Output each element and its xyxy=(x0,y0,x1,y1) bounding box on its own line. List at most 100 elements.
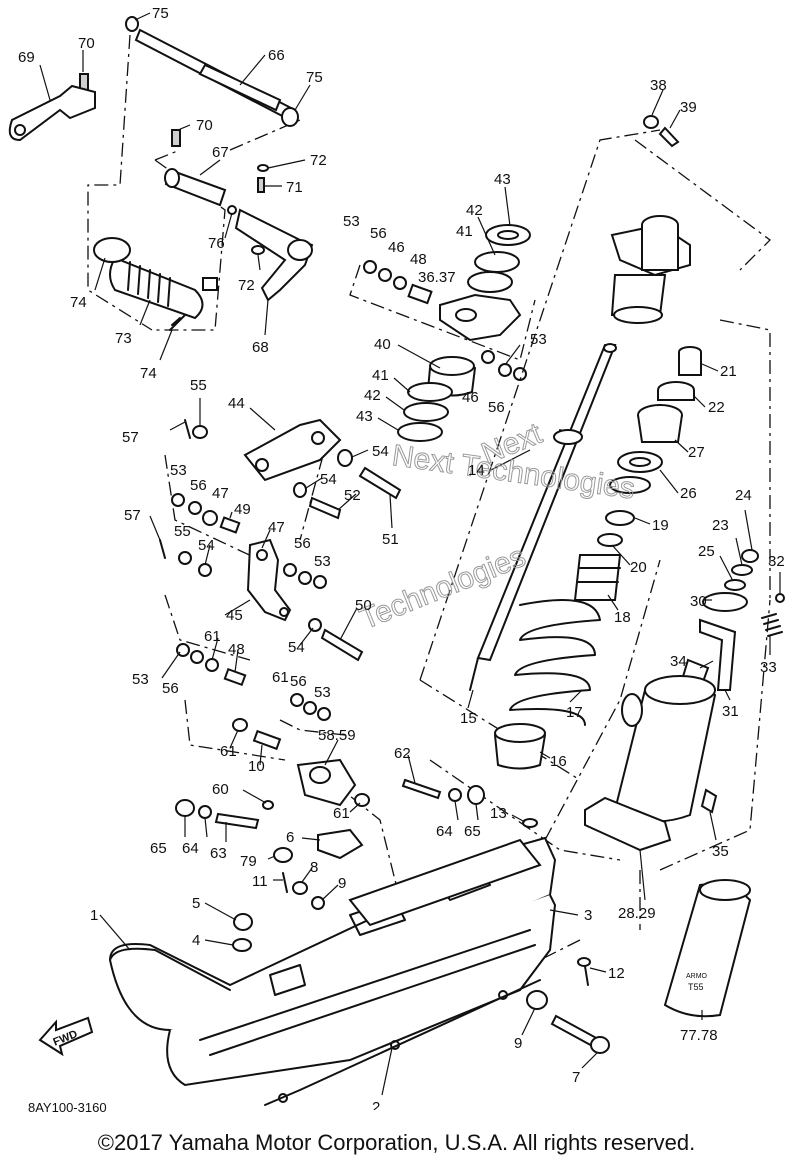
callout-label: 63 xyxy=(210,845,227,862)
callout-label: 23 xyxy=(712,517,729,534)
callout-label: 58.59 xyxy=(318,727,356,744)
callout-label: 24 xyxy=(735,487,752,504)
callout-label: 19 xyxy=(652,517,669,534)
callout-label: 43 xyxy=(356,408,373,425)
callout-label: 54 xyxy=(320,471,337,488)
callout-label: 15 xyxy=(460,710,477,727)
callout-label: 47 xyxy=(268,519,285,536)
callout-label: 54 xyxy=(372,443,389,460)
callout-label: 64 xyxy=(436,823,453,840)
callout-label: 56 xyxy=(370,225,387,242)
callout-label: 16 xyxy=(550,753,567,770)
callout-label: 18 xyxy=(614,609,631,626)
callout-label: 57 xyxy=(124,507,141,524)
callout-label: 73 xyxy=(115,330,132,347)
callout-label: 27 xyxy=(688,444,705,461)
callout-label: 53 xyxy=(170,462,187,479)
callout-label: 70 xyxy=(78,35,95,52)
callout-label: 57 xyxy=(122,429,139,446)
part-callouts: 75 70 69 66 75 70 67 72 71 76 72 74 73 7… xyxy=(18,5,785,1110)
callout-label: 4 xyxy=(192,932,200,949)
callout-label: 44 xyxy=(228,395,245,412)
callout-label: 25 xyxy=(698,543,715,560)
callout-label: 35 xyxy=(712,843,729,860)
callout-label: 47 xyxy=(212,485,229,502)
callout-label: 65 xyxy=(464,823,481,840)
callout-label: 1 xyxy=(90,907,98,924)
callout-label: 56 xyxy=(162,680,179,697)
callout-label: 43 xyxy=(494,171,511,188)
callout-label: 9 xyxy=(338,875,346,892)
callout-label: 53 xyxy=(343,213,360,230)
callout-label: 48 xyxy=(410,251,427,268)
callout-label: 54 xyxy=(288,639,305,656)
copyright-notice: ©2017 Yamaha Motor Corporation, U.S.A. A… xyxy=(97,1130,696,1155)
callout-label: 51 xyxy=(382,531,399,548)
can-label-2: T55 xyxy=(688,982,704,992)
callout-label: 74 xyxy=(140,365,157,382)
callout-label: 17 xyxy=(566,704,583,721)
callout-label: 33 xyxy=(760,659,777,676)
callout-label: 41 xyxy=(372,367,389,384)
callout-label: 66 xyxy=(268,47,285,64)
callout-label: 62 xyxy=(394,745,411,762)
callout-label: 8 xyxy=(310,859,318,876)
callout-label: 61 xyxy=(204,628,221,645)
callout-label: 38 xyxy=(650,77,667,94)
spindle-parts xyxy=(159,418,538,952)
callout-label: 60 xyxy=(212,781,229,798)
callout-label: 36.37 xyxy=(418,269,456,286)
callout-label: 26 xyxy=(680,485,697,502)
callout-label: 50 xyxy=(355,597,372,614)
callout-label: 65 xyxy=(150,840,167,857)
steering-post xyxy=(363,224,617,691)
callout-label: 55 xyxy=(174,523,191,540)
callout-label: 76 xyxy=(208,235,225,252)
callout-label: 31 xyxy=(722,703,739,720)
callout-label: 72 xyxy=(310,152,327,169)
callout-label: 12 xyxy=(608,965,625,982)
callout-label: 52 xyxy=(344,487,361,504)
callout-label: 46 xyxy=(388,239,405,256)
callout-label: 9 xyxy=(514,1035,522,1052)
diagram-code: 8AY100-3160 xyxy=(28,1100,107,1115)
callout-label: 56 xyxy=(294,535,311,552)
callout-label: 45 xyxy=(226,607,243,624)
ski xyxy=(38,836,610,1106)
callout-label: 41 xyxy=(456,223,473,240)
callout-label: 61 xyxy=(272,669,289,686)
callout-label: 53 xyxy=(314,684,331,701)
callout-label: 48 xyxy=(228,641,245,658)
can-label-1: ARMO xyxy=(686,973,708,980)
callout-label: 53 xyxy=(530,331,547,348)
callout-label: 20 xyxy=(630,559,647,576)
group-outlines xyxy=(87,34,771,961)
callout-label: 5 xyxy=(192,895,200,912)
callout-label: 56 xyxy=(488,399,505,416)
callout-label: 42 xyxy=(466,202,483,219)
callout-label: 74 xyxy=(70,294,87,311)
callout-label: 11 xyxy=(252,873,268,890)
shock-absorber: ARMO T55 xyxy=(493,115,785,1018)
exploded-parts-diagram: ARMO T55 xyxy=(8,5,785,1110)
callout-label: 49 xyxy=(234,501,251,518)
callout-label: 56 xyxy=(290,673,307,690)
callout-label: 13 xyxy=(490,805,507,822)
callout-label: 2 xyxy=(372,1099,380,1110)
callout-label: 7 xyxy=(572,1069,580,1086)
callout-label: 22 xyxy=(708,399,725,416)
callout-label: 64 xyxy=(182,840,199,857)
callout-label: 70 xyxy=(196,117,213,134)
callout-label: 61 xyxy=(220,743,237,760)
callout-label: 6 xyxy=(286,829,294,846)
leader-lines xyxy=(39,12,781,1096)
callout-label: 67 xyxy=(212,144,229,161)
callout-label: 54 xyxy=(198,537,215,554)
callout-label: 56 xyxy=(190,477,207,494)
callout-label: 3 xyxy=(584,907,592,924)
callout-label: 72 xyxy=(238,277,255,294)
callout-label: 30 xyxy=(690,593,707,610)
callout-label: 75 xyxy=(306,69,323,86)
callout-label: 21 xyxy=(720,363,737,380)
callout-label: 34 xyxy=(670,653,687,670)
